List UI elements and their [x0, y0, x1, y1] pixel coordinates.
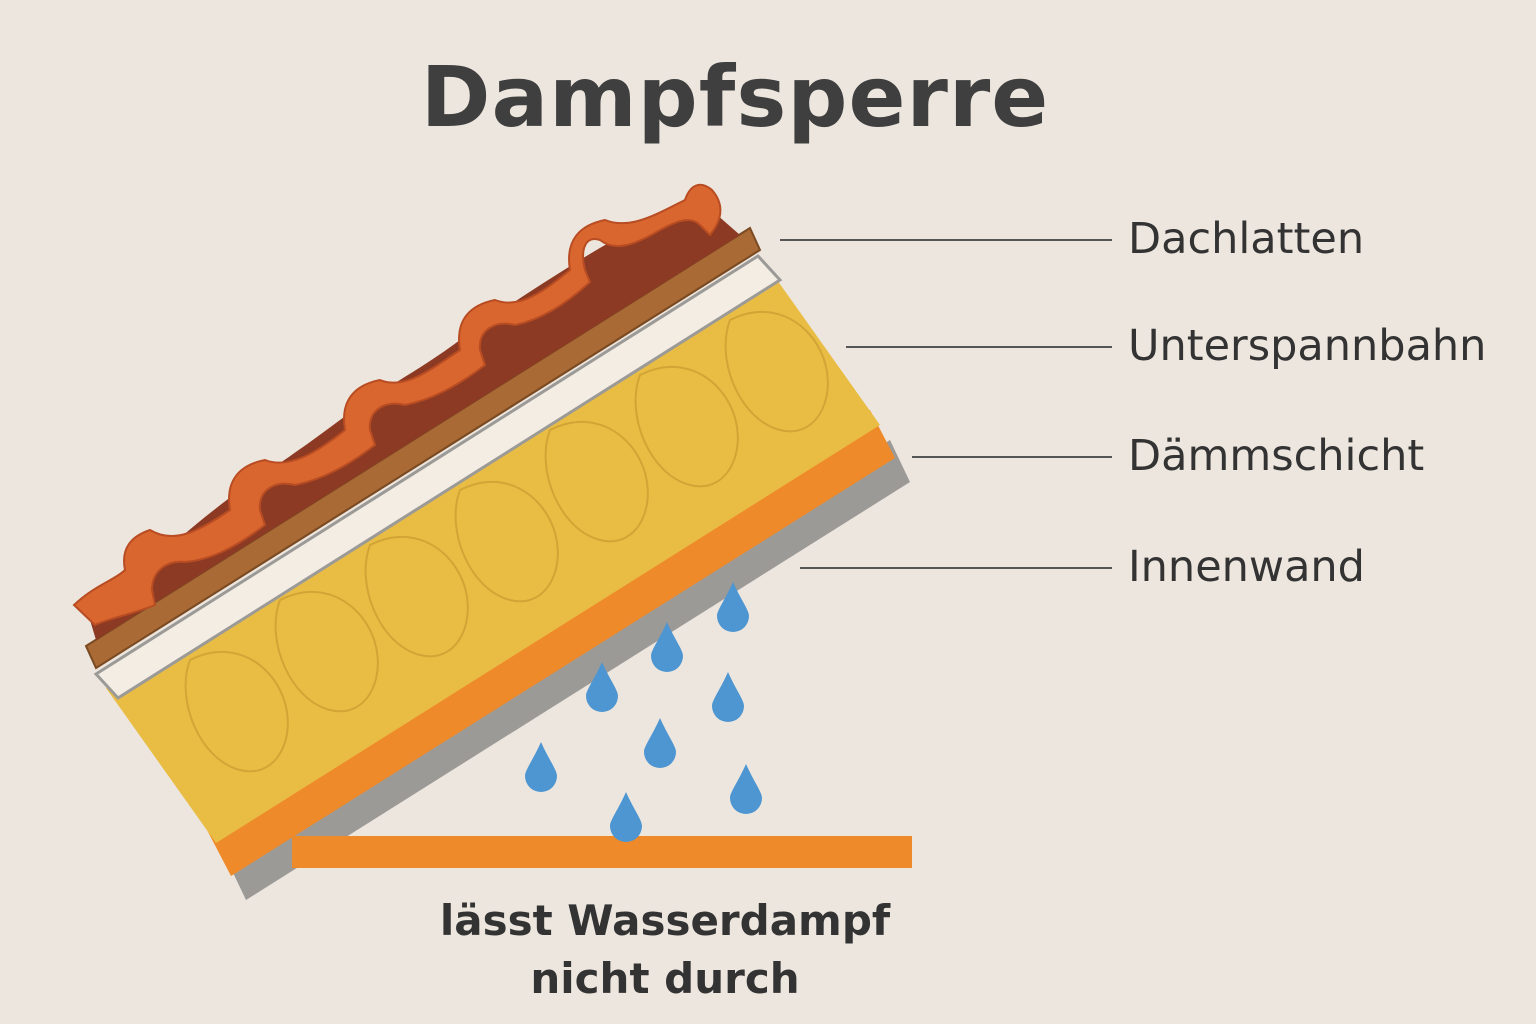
- water-drop-icon: [525, 742, 557, 792]
- label-innenwand: Innenwand: [1128, 542, 1365, 592]
- caption: lässt Wasserdampf nicht durch: [400, 892, 930, 1008]
- caption-line-2: nicht durch: [530, 954, 800, 1003]
- floor-bar: [292, 836, 912, 868]
- water-drop-icon: [651, 622, 683, 672]
- label-dachlatten: Dachlatten: [1128, 214, 1365, 264]
- water-drop-icon: [730, 764, 762, 814]
- roof-tiles: [72, 183, 722, 627]
- water-drops: [525, 582, 762, 842]
- insulation-texture: [184, 310, 829, 773]
- label-unterspannbahn: Unterspannbahn: [1128, 321, 1487, 371]
- insulation-layer: [106, 270, 880, 843]
- water-drop-icon: [717, 582, 749, 632]
- water-drop-icon: [586, 662, 618, 712]
- page-title: Dampfsperre: [420, 48, 1050, 146]
- caption-line-1: lässt Wasserdampf: [439, 896, 891, 945]
- underlay-layer: [93, 254, 783, 700]
- vapor-barrier-layer: [206, 410, 895, 876]
- label-daemmschicht: Dämmschicht: [1128, 431, 1425, 481]
- water-drop-icon: [712, 672, 744, 722]
- water-drop-icon: [610, 792, 642, 842]
- water-drop-icon: [644, 718, 676, 768]
